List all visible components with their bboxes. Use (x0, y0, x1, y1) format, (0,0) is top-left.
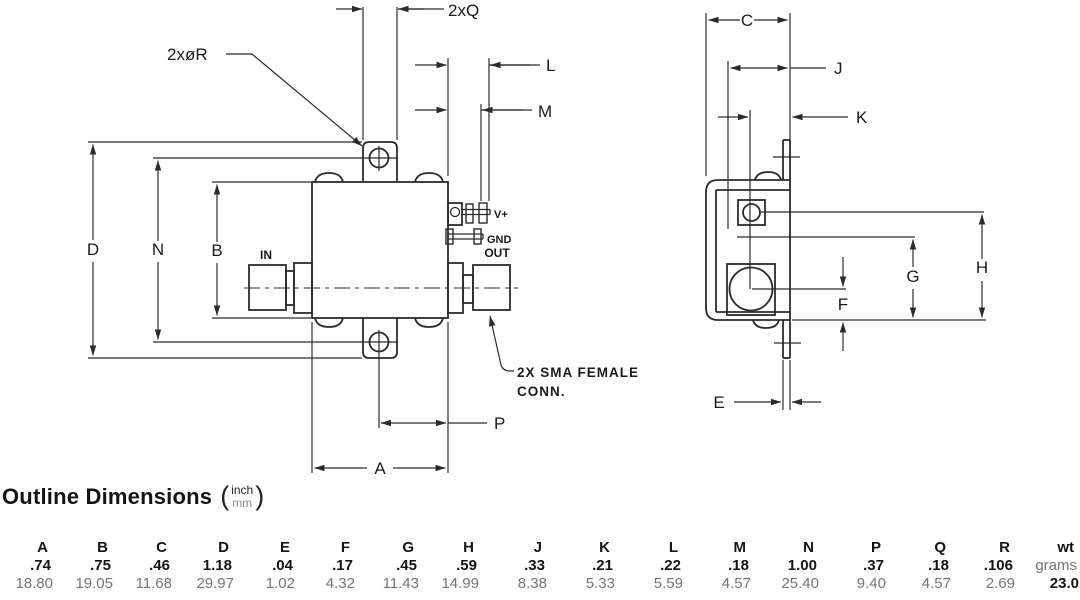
dim-A: A (311, 322, 446, 478)
gnd-pin (445, 228, 484, 245)
side-vplus-feedthrough (737, 199, 766, 226)
dim-G: G (906, 239, 920, 318)
dim-P: P (380, 322, 505, 473)
dim-label-f: F (838, 295, 848, 314)
dim-M: M (415, 102, 552, 201)
side-flange (782, 139, 790, 359)
dim-label-p: P (494, 414, 505, 433)
dim-label-l: L (546, 56, 555, 75)
dim-label-g: G (906, 267, 919, 286)
dim-label-m: M (538, 102, 552, 121)
dim-label-b: B (211, 241, 222, 260)
table-title-row: Outline Dimensions ( inch mm ) (2, 483, 264, 510)
dim-label-d: D (87, 240, 99, 259)
dim-label-j: J (834, 59, 843, 78)
gnd-label: GND (487, 234, 512, 246)
side-gnd-pin (722, 230, 737, 245)
dim-J: J (727, 59, 843, 229)
sma-callout-line2: CONN. (517, 384, 566, 399)
dim-D: D (87, 141, 362, 359)
dim-label-k: K (856, 108, 868, 127)
dim-E: E (713, 360, 821, 412)
callout-sma: 2X SMA FEMALE CONN. (489, 315, 639, 399)
vplus-label: V+ (494, 209, 508, 221)
dim-label-c: C (741, 11, 753, 30)
dim-N: N (152, 157, 398, 343)
front-flange-tabs (362, 141, 398, 359)
dim-L: L (415, 56, 555, 201)
hole-callout-label: 2xøR (167, 45, 208, 64)
dim-label-e: E (713, 393, 724, 412)
side-reference-lines (737, 211, 986, 321)
dim-B: B (211, 181, 311, 319)
dim-F: F (838, 257, 848, 351)
side-view (705, 139, 801, 359)
dim-label-a: A (374, 459, 386, 478)
unit-inch-label: inch (231, 482, 254, 497)
side-flange-hole-ticks (773, 156, 801, 344)
front-view: IN OUT V+ GND (244, 141, 518, 428)
dim-2xQ: 2xQ (336, 1, 479, 140)
side-body (705, 140, 791, 358)
unit-mm-label: mm (232, 495, 253, 510)
out-port-label: OUT (484, 246, 510, 260)
front-body (311, 181, 449, 319)
dim-K: K (718, 108, 868, 289)
in-port-label: IN (260, 248, 272, 262)
outline-drawing: IN OUT V+ GND 2xQ 2xøR L M D (87, 1, 988, 478)
units-group: ( inch mm ) (220, 481, 265, 511)
dim-label-h: H (976, 258, 988, 277)
screw-bumps-front (314, 172, 444, 328)
table-title: Outline Dimensions (2, 483, 213, 509)
dim-label-2xq: 2xQ (448, 1, 479, 20)
vplus-feedthrough (447, 202, 491, 226)
screw-bumps-side (752, 171, 782, 329)
sma-callout-line1: 2X SMA FEMALE (517, 365, 639, 380)
dim-H: H (976, 214, 988, 318)
dim-label-n: N (152, 240, 164, 259)
dim-C: C (705, 11, 791, 176)
callout-holes: 2xøR (167, 45, 363, 147)
